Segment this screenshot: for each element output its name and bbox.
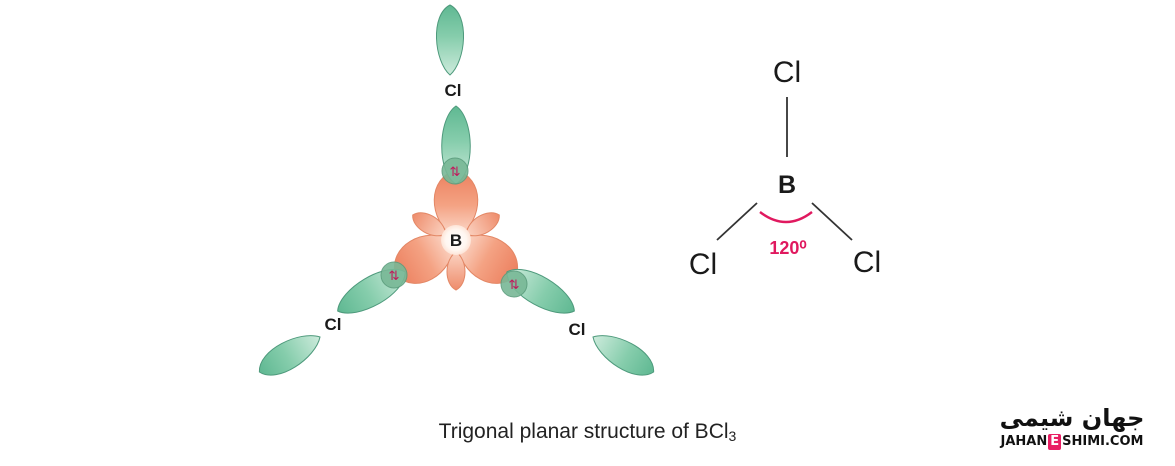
bond-right: [811, 202, 853, 241]
overlap-region-right: [500, 270, 528, 298]
boron-nucleus: [441, 225, 471, 255]
back-lobe-upper-right: [465, 212, 500, 237]
chlorine-label-top-orbital: Cl: [445, 81, 462, 100]
overlap-region-left: [380, 261, 408, 289]
chlorine-right: Cl: [853, 246, 881, 279]
electron-pair-left: ⇅: [389, 269, 400, 284]
caption-text: Trigonal planar structure of BCl: [438, 420, 729, 443]
back-lobe-upper-left: [412, 212, 447, 237]
electron-pair-top: ⇅: [450, 165, 461, 180]
cl-outer-lobe-right: [592, 335, 655, 376]
line-structure: Cl B Cl Cl 120⁰: [689, 56, 881, 281]
back-lobe-down: [446, 251, 466, 291]
caption-subscript: 3: [728, 428, 737, 444]
logo-persian-text: جهان شیمی: [999, 404, 1145, 432]
electron-pair-right: ⇅: [509, 278, 520, 293]
bond-angle-arc: [759, 211, 813, 224]
cl-outer-lobe-top: [436, 4, 464, 76]
cl-outer-lobe-left: [258, 335, 321, 376]
boron-label-orbital: B: [450, 231, 462, 250]
figure-caption: Trigonal planar structure of BCl3: [0, 420, 1175, 444]
bond-angle-label: 120⁰: [769, 238, 806, 258]
chlorine-left: Cl: [689, 248, 717, 281]
bond-left: [716, 202, 758, 241]
boron-center: B: [778, 171, 796, 199]
overlap-region-top: [441, 157, 469, 185]
chlorine-label-left-orbital: Cl: [325, 315, 342, 334]
orbital-diagram: ⇅ ⇅ ⇅ B Cl Cl Cl: [258, 4, 655, 376]
logo-text-before: JAHAN: [1000, 434, 1048, 449]
logo-text-after: SHIMI.COM: [1062, 434, 1144, 449]
logo-text-highlight: E: [1048, 434, 1062, 450]
chlorine-label-right-orbital: Cl: [569, 320, 586, 339]
chlorine-top: Cl: [773, 56, 801, 89]
